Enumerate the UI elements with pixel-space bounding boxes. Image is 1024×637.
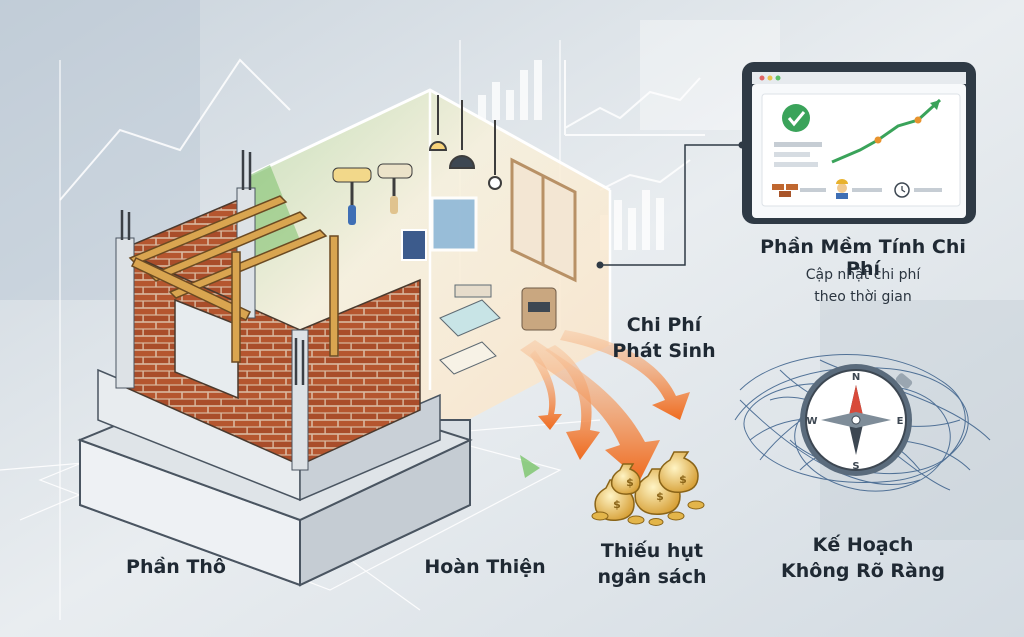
money-bag-icon: $ $ $ $: [591, 451, 705, 526]
worker-icon: [836, 179, 848, 199]
budget-shortfall-line-1: Thiếu hụt: [600, 540, 704, 562]
clock-icon: [894, 182, 910, 198]
check-circle-icon: [782, 104, 810, 132]
cost-software-tablet: [596, 62, 976, 269]
svg-text:E: E: [897, 416, 904, 427]
extra-cost-label: Chi Phí Phát Sinh: [604, 312, 724, 364]
bricks-icon: [772, 184, 798, 197]
compass-icon: N S W E: [734, 354, 991, 492]
rough-construction-label: Phần Thô: [126, 556, 226, 578]
pendant-lamp-icon: [428, 95, 502, 190]
budget-shortfall-label: Thiếu hụt ngân sách: [586, 538, 718, 590]
unclear-plan-line-1: Kế Hoạch: [812, 534, 914, 556]
background-charts: [59, 58, 705, 250]
unclear-plan-line-2: Không Rõ Ràng: [781, 560, 945, 582]
svg-text:S: S: [852, 461, 859, 472]
cost-software-subtitle: Cập nhật chi phí theo thời gian: [760, 264, 966, 308]
svg-text:W: W: [806, 416, 817, 427]
rough-structure: [77, 150, 473, 587]
svg-text:$: $: [626, 476, 634, 489]
extra-cost-line-1: Chi Phí: [626, 314, 702, 336]
svg-text:$: $: [613, 498, 621, 511]
extra-cost-line-2: Phát Sinh: [612, 340, 716, 362]
svg-text:$: $: [679, 473, 687, 486]
svg-text:N: N: [852, 372, 860, 383]
finishing-label: Hoàn Thiện: [424, 556, 546, 578]
unclear-plan-label: Kế Hoạch Không Rõ Ràng: [768, 532, 958, 584]
cost-software-subtitle-line-2: theo thời gian: [814, 289, 912, 305]
paint-roller-icon: [332, 163, 413, 225]
cost-overrun-arrows: [520, 330, 690, 480]
budget-shortfall-line-2: ngân sách: [597, 566, 707, 588]
cost-software-title: Phần Mềm Tính Chi Phí: [760, 236, 966, 280]
svg-text:$: $: [656, 490, 664, 503]
cost-software-subtitle-line-1: Cập nhật chi phí: [805, 267, 921, 283]
